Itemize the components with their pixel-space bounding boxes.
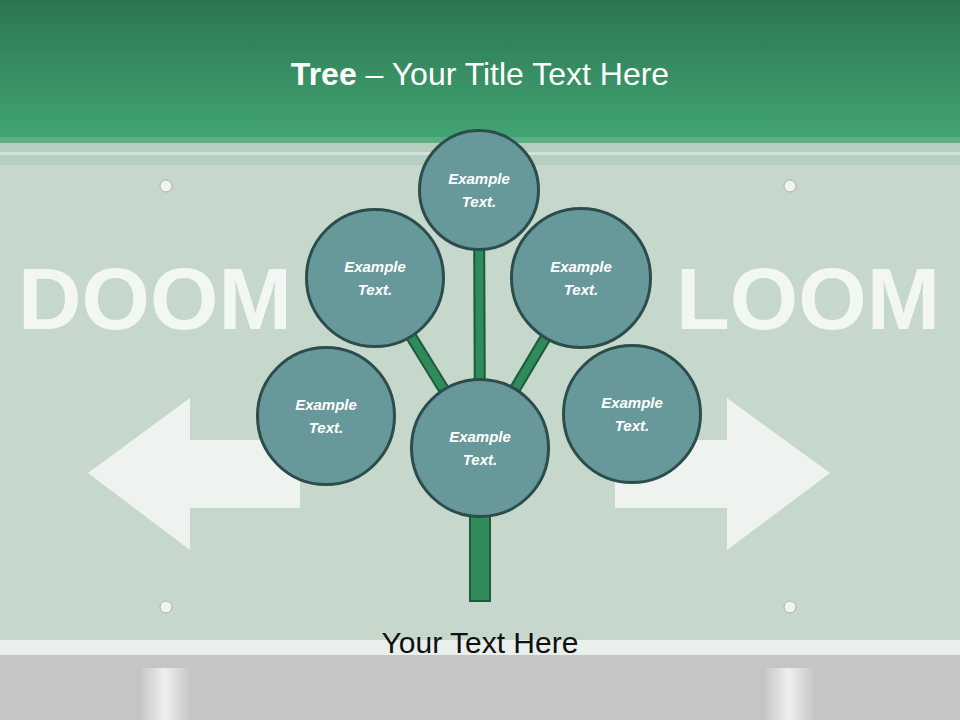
- header-band: [0, 0, 960, 137]
- circle-outline: [420, 131, 539, 250]
- tree-circle: Example Text.: [418, 129, 540, 251]
- node-text: Example Text.: [440, 167, 518, 213]
- text-holder: Example Text.: [510, 207, 652, 349]
- circle-outline: [512, 209, 651, 348]
- tree-circle: Example Text.: [256, 346, 396, 486]
- ground: [0, 655, 960, 720]
- circle-outline: [307, 210, 444, 347]
- tree-trunk: [470, 510, 490, 601]
- tree-branch: [411, 337, 443, 390]
- circle-shape: [510, 207, 652, 349]
- branch-outline: [515, 338, 545, 389]
- branch-outline: [473, 250, 486, 379]
- bolt: [784, 601, 796, 613]
- tree-branch: [475, 250, 484, 379]
- bolt: [784, 180, 796, 192]
- title: Tree – Your Title Text Here: [0, 54, 960, 94]
- text-holder: Example Text.: [562, 344, 702, 484]
- text-holder: Example Text.: [305, 208, 445, 348]
- node-text: Example Text.: [287, 393, 365, 439]
- circle-shape: [562, 344, 702, 484]
- sign-post: [142, 668, 188, 720]
- tree-circle: Example Text.: [410, 378, 550, 518]
- title-bold: Tree: [291, 56, 357, 92]
- tree-branch: [515, 338, 545, 389]
- tree-circle: Example Text.: [510, 207, 652, 349]
- watermark: LOOM: [676, 255, 940, 343]
- circle-shape: [305, 208, 445, 348]
- circle-shape: [256, 346, 396, 486]
- node-text: Example Text.: [593, 391, 671, 437]
- node-text: Example Text.: [542, 255, 620, 301]
- bolt: [160, 180, 172, 192]
- node-text: Example Text.: [441, 425, 519, 471]
- circle-outline: [564, 346, 701, 483]
- title-rest: – Your Title Text Here: [357, 56, 669, 92]
- bolt: [160, 601, 172, 613]
- sign-post: [766, 668, 812, 720]
- watermark: DOOM: [18, 255, 292, 343]
- text-holder: Example Text.: [410, 378, 550, 518]
- branch-outline: [411, 337, 443, 390]
- tree-circle: Example Text.: [305, 208, 445, 348]
- tree-circle: Example Text.: [562, 344, 702, 484]
- caption: Your Text Here: [0, 624, 960, 662]
- circle-shape: [418, 129, 540, 251]
- circle-outline: [412, 380, 549, 517]
- text-holder: Example Text.: [418, 129, 540, 251]
- node-text: Example Text.: [336, 255, 414, 301]
- circle-outline: [258, 348, 395, 485]
- text-holder: Example Text.: [256, 346, 396, 486]
- circle-shape: [410, 378, 550, 518]
